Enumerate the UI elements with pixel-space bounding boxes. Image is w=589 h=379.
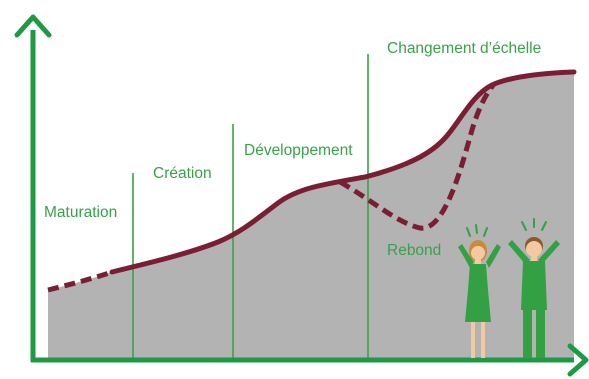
rebound-dashed-curve [338, 82, 496, 231]
maturation-dashed-curve [47, 269, 113, 293]
stage-label-creation: Création [153, 165, 212, 182]
area-under-curve [48, 72, 574, 360]
celebrating-woman-icon [458, 224, 501, 358]
arrow-up-icon [14, 14, 52, 38]
stage-label-developpement: Développement [244, 142, 353, 159]
rebound-label: Rebond [387, 242, 441, 259]
stage-label-maturation: Maturation [44, 204, 117, 221]
stage-label-changement: Changement d’échelle [387, 40, 541, 57]
arrow-right-icon [567, 343, 589, 377]
celebrating-man-icon [508, 218, 560, 358]
